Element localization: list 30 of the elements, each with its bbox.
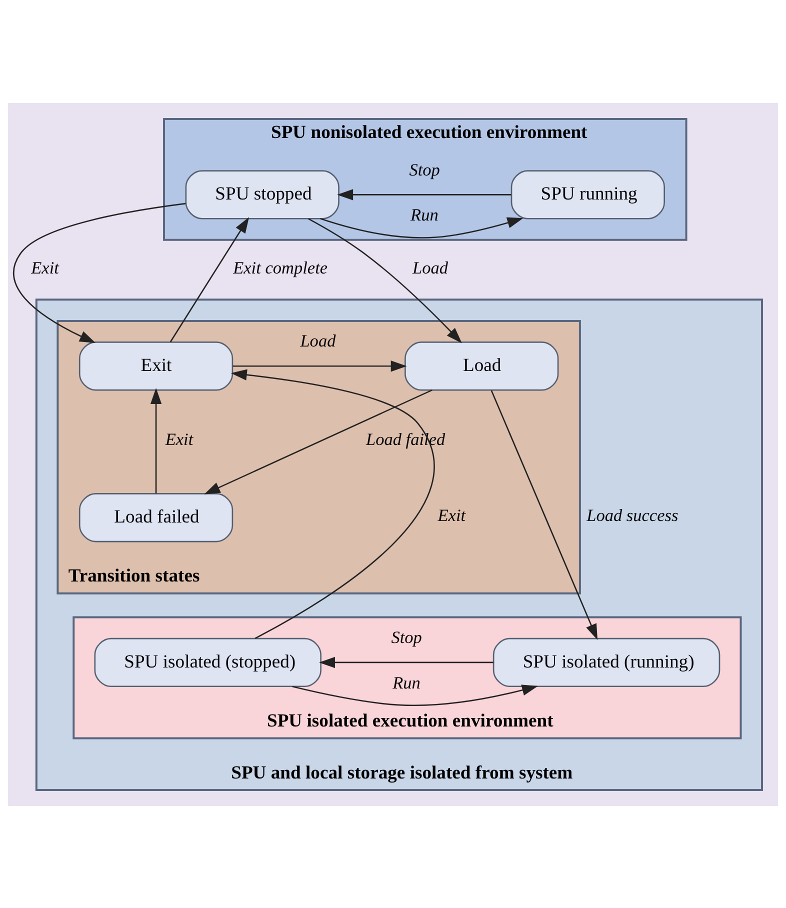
node-box: Load failed <box>78 492 234 542</box>
edge-label: Load <box>412 258 448 278</box>
edge-label: Run <box>392 672 420 692</box>
edge-label: Load success <box>586 505 678 524</box>
arrow <box>292 684 538 706</box>
node-box: Exit <box>78 341 234 390</box>
edge-label: Exit complete <box>233 258 328 278</box>
arrow <box>232 360 407 372</box>
arrow <box>490 390 598 640</box>
arrow <box>320 216 524 238</box>
edge-label: Stop <box>409 160 440 179</box>
edge-label: Stop <box>391 628 422 647</box>
arrow <box>13 202 186 342</box>
arrow <box>230 368 435 639</box>
node-box: SPU stopped <box>185 170 340 219</box>
edge-label: Exit <box>438 505 466 524</box>
edge-label: Exit <box>31 258 59 278</box>
edge-label: Load <box>300 331 336 350</box>
arrow <box>150 388 162 493</box>
node-box: Load <box>404 341 559 390</box>
arrow <box>170 216 250 342</box>
arrow <box>337 188 512 200</box>
arrow <box>204 388 432 494</box>
edge-label: Run <box>410 204 438 224</box>
arrow <box>319 656 494 668</box>
arrow <box>308 218 462 343</box>
node-box: SPU isolated (running) <box>492 637 720 687</box>
node-box: SPU running <box>510 170 665 219</box>
edge-label: Exit <box>165 430 194 449</box>
node-box: SPU isolated (stopped) <box>94 637 322 687</box>
